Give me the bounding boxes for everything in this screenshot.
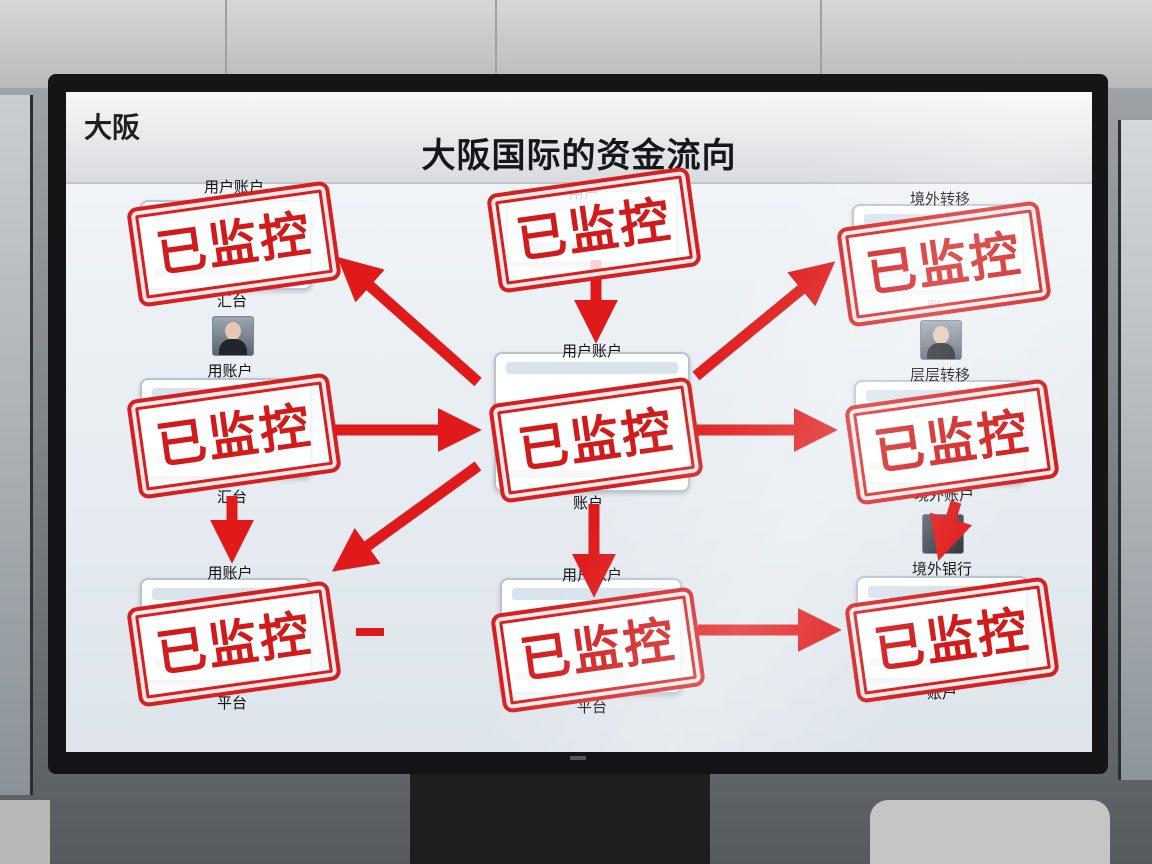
desk-left [0, 800, 50, 864]
window-left [0, 95, 33, 795]
arrow-mid-right-to-bot-right [929, 500, 973, 561]
stamp-text: 已监控 [152, 603, 316, 684]
stamp-text: 已监控 [152, 395, 316, 476]
label-bot-right-top: 境外银行 [911, 560, 973, 578]
stamp-text: 已监控 [152, 203, 316, 284]
stamp-text: 已监控 [870, 599, 1034, 680]
label-top-left-bottom: 汇台 [216, 292, 248, 310]
label-top-right-top: 境外转移 [909, 190, 971, 208]
person-avatar-right [920, 320, 962, 360]
screen-title-bar: 大阪 大阪国际的资金流向 [66, 92, 1092, 184]
monitor-stand [410, 770, 710, 864]
stamp-text: 已监控 [516, 609, 680, 690]
ceiling-seam [495, 0, 497, 88]
monitor-screen: 大阪 大阪国际的资金流向 用户账户 汇台 用账户 汇台 用账户 平台 用户 用户… [66, 92, 1092, 752]
person-avatar-left [212, 316, 254, 356]
chair [870, 800, 1110, 864]
arrow-center-to-top-right [692, 261, 836, 381]
stamp-text: 已监控 [862, 223, 1026, 304]
dash-mark [356, 628, 384, 636]
arrow-center-to-bot-left [331, 461, 482, 572]
stamp-text: 已监控 [514, 399, 678, 480]
label-bot-center-bottom: 平台 [576, 698, 608, 716]
flow-arrows [210, 256, 973, 652]
label-bot-left-bottom: 平台 [216, 694, 248, 712]
label-mid-right-top: 层层转移 [909, 366, 971, 384]
label-bot-left-top: 用账户 [207, 564, 253, 582]
ceiling [0, 0, 1152, 88]
arrow-center-to-top-left [337, 256, 482, 387]
label-mid-left-top: 用账户 [207, 362, 253, 380]
ceiling-seam [225, 0, 227, 88]
stamp-text: 已监控 [870, 401, 1034, 482]
window-right [1118, 120, 1152, 780]
ceiling-seam [820, 0, 822, 88]
label-center-top: 用户账户 [561, 342, 623, 360]
corner-label: 大阪 [84, 111, 141, 144]
stamp-text: 已监控 [512, 189, 676, 270]
monitor-brand-mark [570, 756, 586, 760]
